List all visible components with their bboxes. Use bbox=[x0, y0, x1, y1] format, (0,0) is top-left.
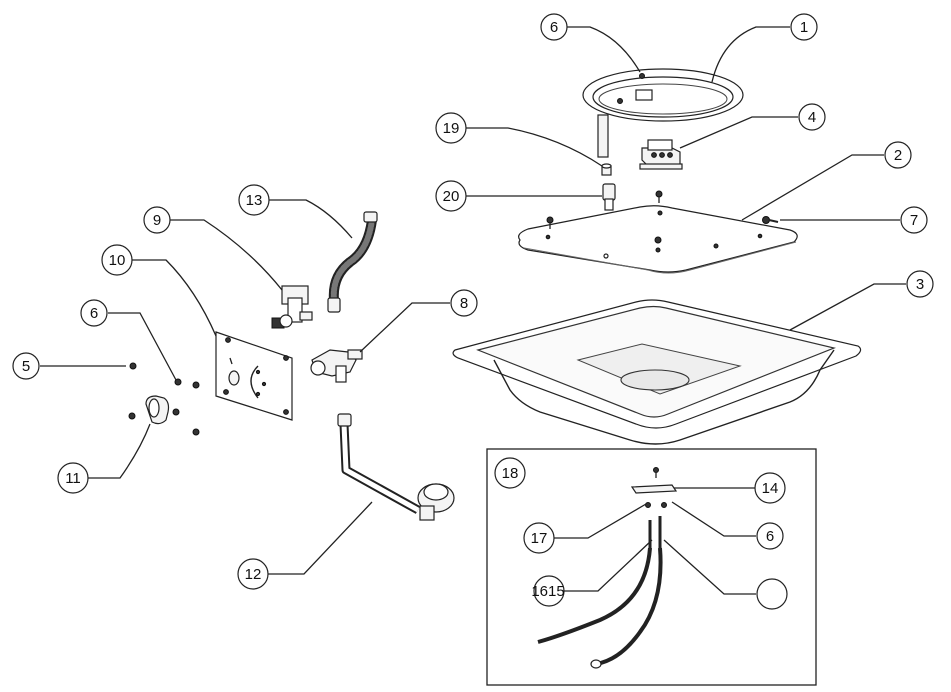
callout-3: 3 bbox=[906, 270, 934, 298]
mounting-plate bbox=[518, 190, 798, 274]
ignitor-bracket bbox=[639, 139, 683, 170]
gas-valve bbox=[310, 349, 363, 383]
callout-11: 11 bbox=[57, 462, 89, 494]
nut bbox=[601, 163, 612, 176]
leader-lines bbox=[40, 26, 906, 595]
callout-10-label: 10 bbox=[109, 252, 126, 269]
callout-11-label: 11 bbox=[65, 470, 81, 487]
callout-6-inset: 6 bbox=[756, 522, 784, 550]
callout-2-label: 2 bbox=[894, 147, 902, 164]
callout-8-label: 8 bbox=[460, 295, 468, 312]
orifice bbox=[602, 183, 616, 211]
screw-7 bbox=[762, 216, 779, 224]
callout-9-label: 9 bbox=[153, 212, 161, 229]
callout-12: 12 bbox=[237, 558, 269, 590]
callout-1615-label: 1615 bbox=[531, 583, 564, 600]
callout-2: 2 bbox=[884, 141, 912, 169]
callout-6-inset-label: 6 bbox=[766, 528, 774, 545]
callout-3-label: 3 bbox=[916, 276, 924, 293]
callout-14: 14 bbox=[754, 472, 786, 504]
callout-17-label: 17 bbox=[531, 530, 548, 547]
callout-8: 8 bbox=[450, 289, 478, 317]
control-panel bbox=[215, 331, 293, 421]
callout-5: 5 bbox=[12, 352, 40, 380]
callout-17: 17 bbox=[523, 522, 555, 554]
burner-ring bbox=[582, 68, 744, 158]
callout-14-label: 14 bbox=[762, 480, 779, 497]
ignitor-inset-box bbox=[486, 448, 817, 686]
callout-blank bbox=[756, 578, 788, 610]
callout-9: 9 bbox=[143, 206, 171, 234]
callout-10: 10 bbox=[101, 244, 133, 276]
callout-18-label: 18 bbox=[502, 465, 519, 482]
callout-12-label: 12 bbox=[245, 566, 262, 583]
callout-18: 18 bbox=[494, 457, 526, 489]
callout-19-label: 19 bbox=[443, 120, 460, 137]
callout-6-top-label: 6 bbox=[550, 19, 558, 36]
callout-1: 1 bbox=[790, 13, 818, 41]
callout-4-label: 4 bbox=[808, 109, 816, 126]
callout-1-label: 1 bbox=[800, 19, 808, 36]
callout-1615: 1615 bbox=[531, 575, 565, 607]
panel-screws bbox=[128, 362, 200, 436]
gas-line-regulator bbox=[337, 413, 455, 521]
callout-7: 7 bbox=[900, 206, 928, 234]
burner-pan bbox=[452, 299, 862, 445]
callout-20-label: 20 bbox=[443, 188, 460, 205]
callout-13-label: 13 bbox=[246, 192, 263, 209]
callout-7-label: 7 bbox=[910, 212, 918, 229]
callout-4: 4 bbox=[798, 103, 826, 131]
callout-6-top: 6 bbox=[540, 13, 568, 41]
control-knob bbox=[145, 395, 170, 425]
callout-5-label: 5 bbox=[22, 358, 30, 375]
callout-13: 13 bbox=[238, 184, 270, 216]
callout-6-left: 6 bbox=[80, 299, 108, 327]
flex-hose bbox=[327, 211, 378, 313]
regulator-valve bbox=[271, 285, 313, 329]
callout-6-left-label: 6 bbox=[90, 305, 98, 322]
callout-20: 20 bbox=[435, 180, 467, 212]
callout-19: 19 bbox=[435, 112, 467, 144]
